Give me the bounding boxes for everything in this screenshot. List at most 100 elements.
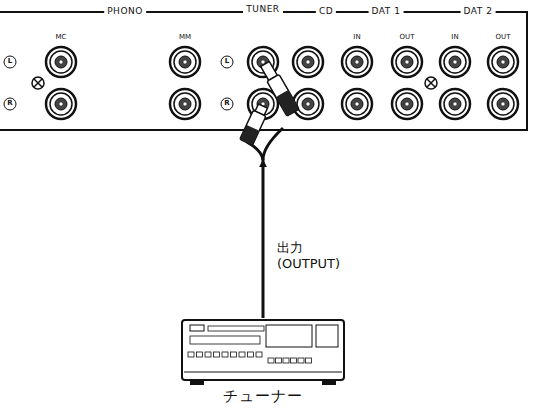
rca-jack <box>342 89 372 119</box>
cable <box>263 128 283 160</box>
jack-ring <box>50 51 72 73</box>
tuner-button <box>205 352 211 357</box>
panel-outline <box>0 12 527 130</box>
plugs <box>240 61 299 161</box>
tuner-button <box>298 358 304 363</box>
jack-ring <box>492 51 514 73</box>
rca-jack <box>392 47 422 77</box>
jack-ring <box>396 93 418 115</box>
channel-marker <box>4 98 16 110</box>
plug-body <box>267 74 299 116</box>
screw-head <box>425 77 437 89</box>
tuner-button <box>222 352 228 357</box>
jack-ring <box>444 93 466 115</box>
tuner-device: チューナー <box>180 318 346 384</box>
jacks <box>4 47 518 119</box>
jack-ring <box>444 51 466 73</box>
jack-ring <box>440 89 470 119</box>
rca-jack <box>488 89 518 119</box>
jack-ring <box>293 47 323 77</box>
cable <box>247 142 263 160</box>
jack-ring <box>449 56 461 68</box>
jack-ring <box>346 93 368 115</box>
jack-ring <box>405 102 409 106</box>
jack-ring <box>302 98 314 110</box>
tuner-button <box>231 352 237 357</box>
tuner-input-jacks: TUNER <box>238 4 288 160</box>
screw-slot <box>34 79 42 87</box>
jack-ring <box>497 56 509 68</box>
jack-label: MM <box>179 34 191 42</box>
signal-cable <box>262 160 265 318</box>
tuner-trim <box>184 372 342 373</box>
tuner-display <box>316 325 338 347</box>
jack-ring <box>174 93 196 115</box>
tuner-button <box>239 352 245 357</box>
jack-ring <box>401 56 413 68</box>
channel-marker <box>221 98 233 110</box>
jack-ring <box>396 51 418 73</box>
rca-jack <box>46 89 76 119</box>
rca-jack <box>170 89 200 119</box>
jack-label: IN <box>451 34 458 42</box>
jack-ring <box>179 98 191 110</box>
screw <box>32 77 44 89</box>
jack-label: MC <box>56 34 67 42</box>
tuner-button <box>248 352 254 357</box>
jack-ring <box>170 89 200 119</box>
section-heading: DAT 2 <box>461 7 496 17</box>
rca-jack <box>293 89 323 119</box>
jack-ring <box>449 98 461 110</box>
tuner-button <box>283 358 289 363</box>
jack-ring <box>453 60 457 64</box>
rear-panel <box>0 12 527 130</box>
jack-ring <box>392 89 422 119</box>
jack-label: OUT <box>400 34 415 42</box>
rca-jack <box>342 47 372 77</box>
jack-ring <box>293 89 323 119</box>
rca-jack <box>170 47 200 77</box>
tuner-body <box>182 320 344 380</box>
jack-ring <box>501 102 505 106</box>
jack-ring <box>405 60 409 64</box>
tuner-button <box>306 358 312 363</box>
jack-ring <box>440 47 470 77</box>
tuner-badge <box>190 325 204 331</box>
jack-ring <box>346 51 368 73</box>
tuner-illustration <box>182 320 344 385</box>
jack-ring <box>492 93 514 115</box>
jack-ring <box>170 47 200 77</box>
jack-ring <box>46 47 76 77</box>
screw-slot <box>427 79 435 87</box>
screw-head <box>32 77 44 89</box>
rca-jack <box>440 47 470 77</box>
channel-label: L <box>8 58 12 66</box>
jack-ring <box>392 47 422 77</box>
jack-ring <box>297 93 319 115</box>
tuner-button <box>291 358 297 363</box>
jack-ring <box>453 102 457 106</box>
plug-body <box>240 110 266 145</box>
jack-ring <box>306 102 310 106</box>
channel-label: L <box>225 58 229 66</box>
jack-ring <box>488 89 518 119</box>
tuner-button <box>214 352 220 357</box>
jack-ring <box>179 56 191 68</box>
channel-marker <box>221 56 233 68</box>
screw <box>425 77 437 89</box>
jack-ring <box>488 47 518 77</box>
rca-jack <box>488 47 518 77</box>
section-heading: TUNER <box>238 4 288 14</box>
jack-ring <box>261 60 265 64</box>
tuner-foot <box>322 380 336 385</box>
jack-ring <box>174 51 196 73</box>
tuner-button <box>188 352 194 357</box>
jack-ring <box>497 98 509 110</box>
jack-ring <box>50 93 72 115</box>
jack-ring <box>351 98 363 110</box>
tuner-button <box>256 352 262 357</box>
jack-ring <box>302 56 314 68</box>
device-name: チューナー <box>180 387 346 406</box>
